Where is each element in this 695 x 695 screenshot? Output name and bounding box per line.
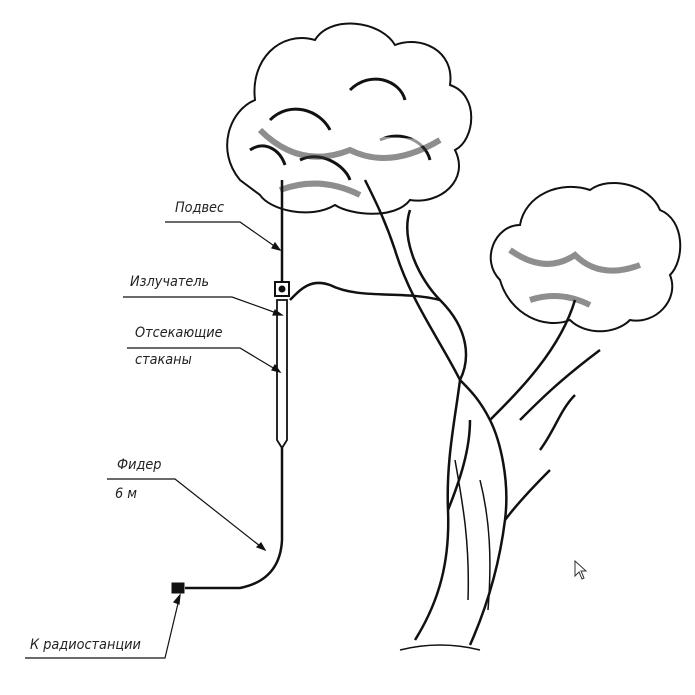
label-to-radio: К радиостанции [30, 637, 141, 653]
leader-lines [25, 221, 284, 659]
tree-trunk [289, 179, 601, 651]
label-cutoff-line2: стаканы [135, 352, 192, 368]
connector [171, 582, 185, 594]
antenna [171, 180, 290, 594]
label-feeder-length: 6 м [115, 486, 138, 502]
radiator-tube [276, 299, 288, 450]
feeder-cable [185, 448, 284, 590]
tree-canopy-secondary [489, 181, 682, 333]
label-feeder: Фидер [117, 457, 162, 473]
label-suspension: Подвес [175, 200, 225, 216]
label-radiator: Излучатель [130, 274, 210, 290]
tree-canopy-main [226, 22, 473, 215]
label-cutoff-line1: Отсекающие [135, 325, 223, 341]
tree [226, 22, 682, 651]
mouse-cursor-icon [574, 559, 588, 580]
